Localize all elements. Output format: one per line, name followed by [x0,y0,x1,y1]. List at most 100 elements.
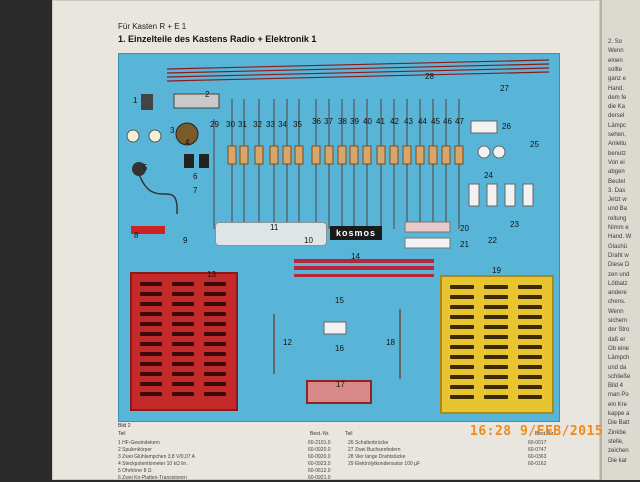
part-name: 2 Spulenkörper [118,447,308,454]
part-number-label: 3 [170,126,174,135]
part-number: 60-0920.0 [308,447,348,454]
part-number: 60-2101.0 [308,440,348,447]
rail [294,274,434,277]
right-page-line: zen und [608,271,629,280]
strip [405,238,450,248]
right-page-line: Von ei [608,159,625,168]
part-number-label: 27 [500,84,509,93]
lamp [127,130,139,142]
right-page-line: schließe [608,373,630,382]
parts-col-head: Best.-Nr. [310,431,329,437]
panel-slot [484,325,508,329]
part-name: 26 Schalterbrücke [348,440,528,447]
long-wire [167,72,549,81]
panel-slot [204,282,226,286]
transistor [199,154,209,168]
right-page-line: Ob eine [608,345,629,354]
right-page-line: Bild 4 [608,382,623,391]
switch-bridge [471,121,497,133]
part-number-label: 14 [351,252,360,261]
part-name: 5 Ohrhörer 8 Ω [118,468,308,475]
panel-slot [172,312,194,316]
socket [523,184,533,206]
part-number-label: 25 [530,140,539,149]
clip [493,146,505,158]
right-page-line: ein Kre [608,401,627,410]
socket [487,184,497,206]
panel-slot [518,305,542,309]
part-number-label: 47 [455,117,464,126]
part-number-label: 20 [460,224,469,233]
part-number-label: 17 [336,380,345,389]
panel-slot [172,382,194,386]
right-page-line: abgen [608,168,625,177]
panel-slot [204,292,226,296]
right-page-line: Wenn [608,308,624,317]
right-page-line: Die kat [608,457,627,466]
right-page-line: die Ka [608,103,625,112]
part-number-label: 23 [510,220,519,229]
panel-slot [518,395,542,399]
resistor-bodies [228,146,463,164]
part-number-label: 37 [324,117,333,126]
kit-header: Für Kasten R + E 1 [118,22,186,31]
panel-slot [518,345,542,349]
part-name [348,468,528,475]
part-name: 28 Vier lange Drahtstücke [348,454,528,461]
panel-slot [484,385,508,389]
part-number-label: 21 [460,240,469,249]
part-number-label: 10 [304,236,313,245]
panel-slot [140,292,162,296]
part-number: 60-0612.0 [308,468,348,475]
socket [505,184,515,206]
part-number-label: 41 [376,117,385,126]
earphone-cable [139,174,177,214]
panel-slot [172,302,194,306]
part-number: 60-0017 [528,440,558,447]
panel-slot [484,345,508,349]
right-page-line: und da [608,364,626,373]
part-number-label: 24 [484,171,493,180]
part-number-label: 46 [443,117,452,126]
right-page-line: Lämpc [608,122,626,131]
right-page-line: dem fe [608,94,626,103]
rail [294,259,434,263]
parts-row: 2 Spulenkörper60-0920.027 Zwei Buchsenfe… [118,447,558,454]
part-name: 29 Elektrolytkondensator 100 µF [348,461,528,468]
panel-slot [450,365,474,369]
panel-slot [140,322,162,326]
part-number: 60-0162 [528,461,558,468]
panel-slot [484,335,508,339]
rail [294,266,434,270]
panel-slot [204,372,226,376]
right-page-line: dersel [608,112,624,121]
socket [469,184,479,206]
panel-slot [172,392,194,396]
coil-former [174,94,219,108]
right-page-line: Glashü [608,243,627,252]
right-page-line: 2. So [608,38,622,47]
part-name: 3 Zwei Glühlampchen 3,8 V/0,07 A [118,454,308,461]
right-page-line: reitung [608,215,626,224]
right-page-line: stelle, [608,438,624,447]
right-page-line: andere [608,289,627,298]
part-number-label: 38 [338,117,347,126]
panel-slot [140,382,162,386]
small-block [324,322,346,334]
part-number-label: 36 [312,117,321,126]
right-page-line: 3. Das [608,187,625,196]
panel-slot [484,375,508,379]
right-page-line: Lötbatz [608,280,628,289]
panel-slot [140,362,162,366]
panel-slot [518,315,542,319]
part-number-label: 5 [143,163,147,172]
part-number-label: 45 [431,117,440,126]
figure-label: Bild 2 [118,423,131,429]
part-name: 4 Steckpotentiometer 10 kΩ lin. [118,461,308,468]
right-page-line: ganz e [608,75,626,84]
panel-slot [450,345,474,349]
parts-row: 5 Ohrhörer 8 Ω60-0612.0 [118,468,558,475]
right-page-line: kappe a [608,410,629,419]
part-number-label: 28 [425,72,434,81]
pin [399,309,401,379]
